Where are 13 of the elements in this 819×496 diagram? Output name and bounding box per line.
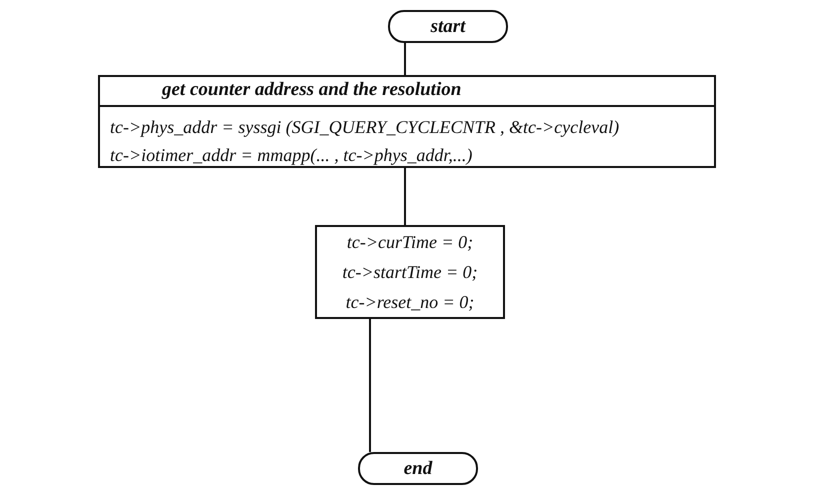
terminal-label: end	[404, 458, 432, 480]
process-box	[98, 75, 716, 168]
code-line: tc->phys_addr = syssgi (SGI_QUERY_CYCLECNTR , &tc->cycleval)	[110, 117, 620, 137]
code-line: tc->iotimer_addr = mmapp(... , tc->phys_addr,...)	[110, 145, 472, 165]
code-line: tc->curTime = 0;	[346, 231, 474, 254]
connector-line	[369, 319, 371, 452]
terminal-label: start	[430, 16, 466, 38]
code-line: tc->reset_no = 0;	[346, 291, 474, 314]
connector-line	[404, 43, 406, 75]
process-box	[315, 225, 505, 319]
connector-line	[404, 168, 406, 225]
code-line: tc->startTime = 0;	[342, 261, 478, 284]
process-heading: get counter address and the resolution	[100, 77, 714, 107]
